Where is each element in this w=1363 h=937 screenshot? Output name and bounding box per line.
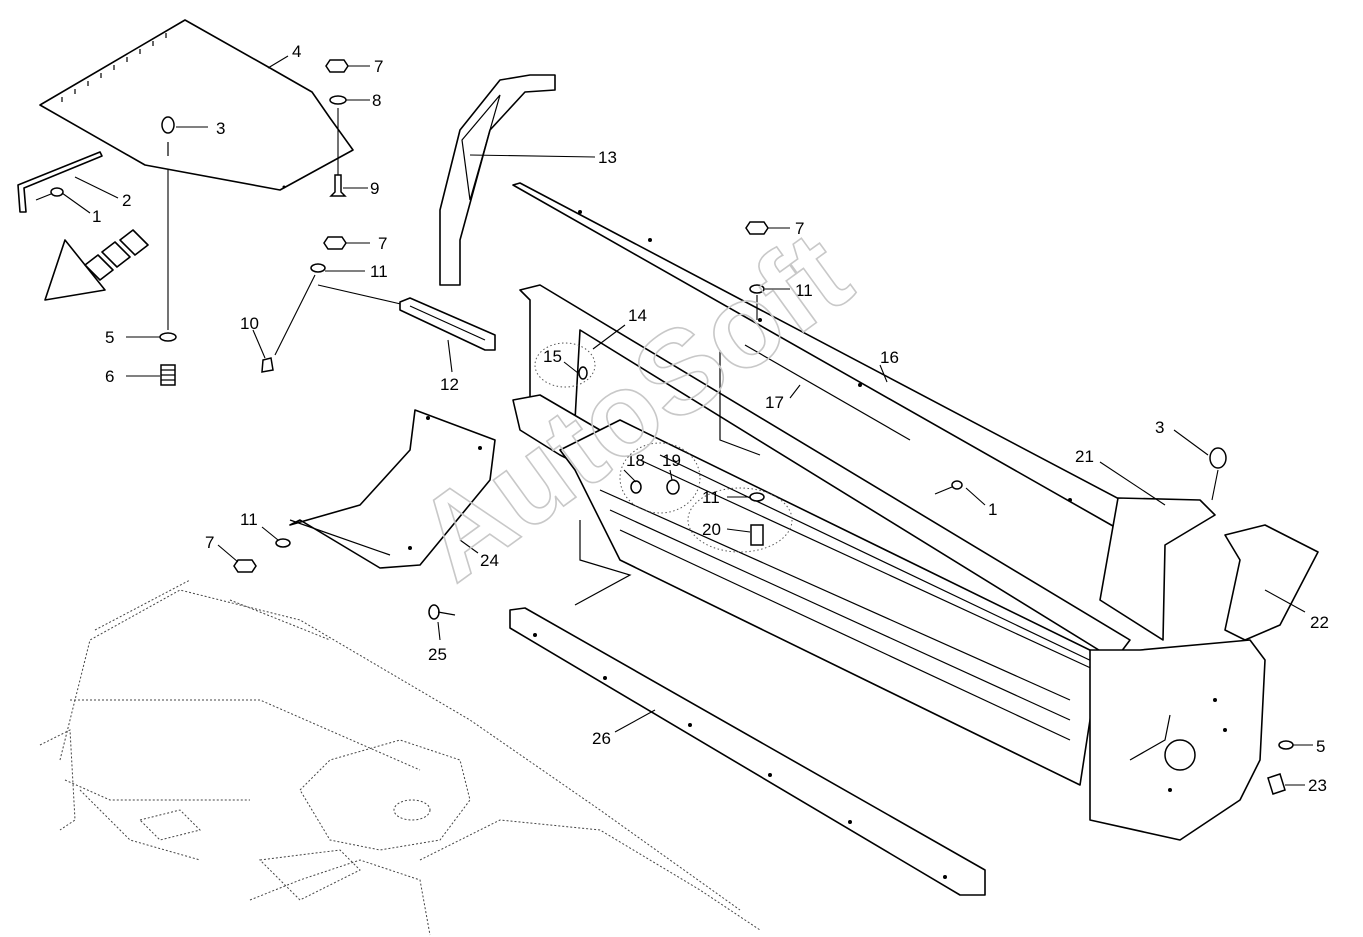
direction-arrow-decal [44, 229, 149, 301]
callout-labels: 1 2 3 4 5 6 7 8 9 7 11 10 12 13 14 15 7 … [92, 42, 1329, 795]
washer-11-mid [749, 492, 765, 502]
callout-26: 26 [592, 729, 611, 748]
bolt-6 [160, 364, 176, 386]
nut-7-upper-right [745, 221, 769, 235]
lynch-pin-part-1-right [934, 480, 963, 495]
detail-circle-20 [687, 487, 793, 553]
callout-24: 24 [480, 551, 499, 570]
callout-7-second: 7 [378, 234, 387, 253]
callout-4: 4 [292, 42, 301, 61]
callout-2: 2 [122, 191, 131, 210]
main-chute-frame [512, 284, 1266, 841]
callout-3-right: 3 [1155, 418, 1164, 437]
callout-6: 6 [105, 367, 114, 386]
callout-14: 14 [628, 306, 647, 325]
callout-15: 15 [543, 347, 562, 366]
triangle-bracket-part-13 [439, 74, 556, 286]
pin-25 [428, 604, 456, 620]
callout-11-right-upper: 11 [795, 281, 813, 300]
washer-5-left [159, 332, 177, 342]
nut-19 [666, 479, 680, 495]
washer-11-lower-left [275, 538, 291, 548]
leader-lines [61, 55, 1313, 786]
callout-3-left: 3 [216, 119, 225, 138]
detail-circle-15 [534, 342, 596, 388]
callout-18: 18 [626, 451, 645, 470]
callout-5-left: 5 [105, 328, 114, 347]
callout-1-left: 1 [92, 207, 101, 226]
callout-11-lower-left: 11 [240, 510, 258, 529]
bolt-23 [1267, 773, 1286, 795]
callout-16: 16 [880, 348, 899, 367]
callout-7-lower-left: 7 [205, 533, 214, 552]
callout-22: 22 [1310, 613, 1329, 632]
bolt-15 [578, 366, 588, 380]
harvester-body-ghost [39, 579, 761, 936]
callout-8: 8 [372, 91, 381, 110]
callout-7-right: 7 [795, 219, 804, 238]
nut-7-lower-left [233, 559, 257, 573]
callout-23: 23 [1308, 776, 1327, 795]
angle-bracket-part-12 [399, 297, 496, 351]
eye-bolt-3-right [1209, 447, 1227, 501]
callout-11-left-upper: 11 [370, 262, 388, 281]
callout-5-right: 5 [1316, 737, 1325, 756]
callout-11-middle: 11 [702, 488, 720, 507]
callout-9: 9 [370, 179, 379, 198]
lynch-pin-part-1-left [35, 187, 64, 201]
bracket-part-22 [1224, 524, 1319, 641]
bolt-20 [750, 524, 764, 546]
nut-18 [630, 480, 642, 494]
callout-21: 21 [1075, 447, 1094, 466]
callout-20: 20 [702, 520, 721, 539]
detail-circle-18-19 [619, 442, 701, 514]
callout-25: 25 [428, 645, 447, 664]
curved-deflector-part-24 [289, 409, 496, 569]
sign-plate-part-4 [39, 19, 354, 191]
washer-5-right [1278, 740, 1294, 750]
callout-13: 13 [598, 148, 617, 167]
callout-12: 12 [440, 375, 459, 394]
callout-19: 19 [662, 451, 681, 470]
callout-1-right: 1 [988, 500, 997, 519]
callout-10: 10 [240, 314, 259, 333]
strip-part-26 [509, 607, 986, 896]
washer-11-upper-right [749, 284, 765, 294]
hardware-stack-7-8-9 [325, 59, 349, 197]
callout-7-top: 7 [374, 57, 383, 76]
panel-part-21 [1099, 497, 1216, 641]
hardware-7-11-10 [261, 236, 406, 373]
rod-part-2 [17, 151, 103, 213]
callout-17: 17 [765, 393, 784, 412]
eye-bolt-3-plate [161, 116, 175, 156]
